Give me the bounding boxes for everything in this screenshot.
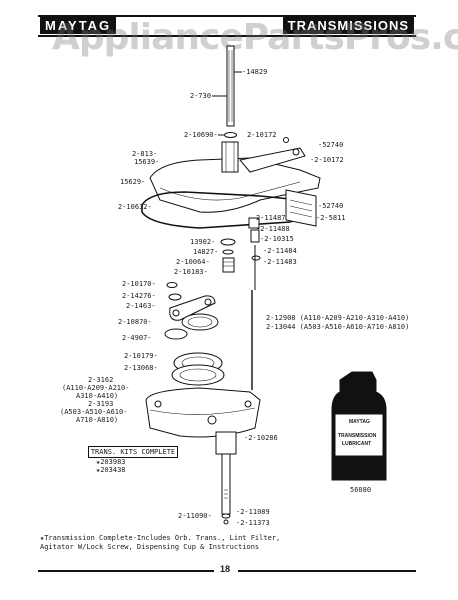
page-footer: 18 xyxy=(38,563,416,577)
label-2-10632: 2-10632- xyxy=(118,203,152,211)
connecting-rod xyxy=(169,295,216,321)
label-14827: 14827- xyxy=(193,248,219,256)
drive-gear xyxy=(171,364,225,386)
bottle-label-line1: TRANSMISSION xyxy=(338,433,377,439)
label-2-11488: -2-11488 xyxy=(256,225,290,233)
bottom-ball xyxy=(223,519,229,525)
label-2-10690: 2-10690- xyxy=(184,131,218,139)
spin-tube-shaft xyxy=(221,453,231,515)
label-2-730: 2-730- xyxy=(190,92,216,100)
label-2-11487: 2-11487 xyxy=(256,214,286,222)
label-13902: 13902- xyxy=(190,238,216,246)
label-2-5811: -2-5811 xyxy=(316,214,346,222)
seal-washer xyxy=(222,249,234,255)
header-left-title: MAYTAG xyxy=(40,17,117,34)
upper-housing-cover xyxy=(149,157,321,213)
label-2-3162: 2-3162 xyxy=(88,376,114,384)
label-2-10170: 2-10170- xyxy=(122,280,156,288)
kit-number-2: ★203438 xyxy=(96,466,126,474)
page-number: 18 xyxy=(220,564,231,574)
label-2-11090: 2-11090- xyxy=(178,512,212,520)
label-2-813: 2-813- xyxy=(132,150,158,158)
label-56080: 56080 xyxy=(350,486,372,494)
label-2-10315: -2-10315 xyxy=(260,235,294,243)
bumper-pad xyxy=(285,189,317,227)
label-2-3193-models-b: A710-A810) xyxy=(76,416,119,424)
label-2-1463: 2-1463- xyxy=(126,302,156,310)
mounting-bracket xyxy=(239,147,306,173)
label-2-10172-top: 2-10172 xyxy=(247,131,277,139)
washer xyxy=(168,293,182,301)
footer-rule-left xyxy=(38,570,214,572)
shaft-seal xyxy=(220,238,236,246)
label-2-11089: -2-11089 xyxy=(236,508,270,516)
label-2-3193: 2-3193 xyxy=(88,400,114,408)
label-2-13068: 2-13068- xyxy=(124,364,158,372)
label-2-10870: 2-10870- xyxy=(118,318,152,326)
kit-number-1: ★203983 xyxy=(96,458,126,466)
header-rule xyxy=(38,15,416,37)
bottle-label-line2: LUBRICANT xyxy=(342,441,372,447)
label-2-3162-models-a: (A110-A209-A210- xyxy=(62,384,130,392)
label-2-3162-models-b: A310-A410) xyxy=(76,392,119,400)
bottom-washer xyxy=(221,513,231,519)
trans-kits-box: TRANS. KITS COMPLETE xyxy=(88,446,178,458)
label-2-10064: 2-10064- xyxy=(176,258,210,266)
label-2-13044: 2-13044 (A503-A510-A610-A710-A810) xyxy=(266,323,410,331)
bushing-upper xyxy=(248,217,260,229)
retaining-ring xyxy=(166,282,178,288)
footer-rule-right xyxy=(238,570,416,572)
label-14829: -14829 xyxy=(242,68,268,76)
pinion-gear-large xyxy=(181,313,219,331)
label-2-11373: -2-11373 xyxy=(236,519,270,527)
bottle-brand: MAYTAG xyxy=(349,419,370,425)
shaft-bearing xyxy=(221,141,239,173)
label-52740-right: -52740 xyxy=(318,202,344,210)
label-2-11484: -2-11484 xyxy=(263,247,297,255)
label-15629: 15629- xyxy=(120,178,146,186)
page-header: MAYTAG TRANSMISSIONS AppliancePartsPros.… xyxy=(38,15,458,58)
bracket-screw xyxy=(283,137,289,143)
agitator-shaft xyxy=(226,45,235,127)
footnote: ★Transmission Complete-Includes Orb. Tra… xyxy=(40,534,281,551)
bushing-lower xyxy=(250,229,260,243)
label-2-14276: 2-14276- xyxy=(122,292,156,300)
shaft-washer xyxy=(224,132,237,138)
label-2-10172-right: -2-10172 xyxy=(310,156,344,164)
label-2-4907: 2-4907- xyxy=(122,334,152,342)
label-2-10179: 2-10179- xyxy=(124,352,158,360)
label-52740-top: -52740 xyxy=(318,141,344,149)
watermark: AppliancePartsPros.com xyxy=(52,17,458,58)
label-2-11483: -2-11483 xyxy=(263,258,297,266)
pinion-gear xyxy=(222,257,235,273)
label-2-12908: 2-12908 (A110-A209-A210-A310-A410) xyxy=(266,314,410,322)
label-2-10183: 2-10183- xyxy=(174,268,208,276)
lower-housing xyxy=(145,387,261,438)
idler-gear xyxy=(164,328,188,340)
header-right-title: TRANSMISSIONS xyxy=(282,17,414,34)
lower-hub xyxy=(215,431,237,455)
bracket-bolt xyxy=(292,148,300,156)
label-2-10286: -2-10286 xyxy=(244,434,278,442)
label-15639: 15639- xyxy=(134,158,160,166)
label-2-3193-models-a: (A503-A510-A610- xyxy=(60,408,128,416)
